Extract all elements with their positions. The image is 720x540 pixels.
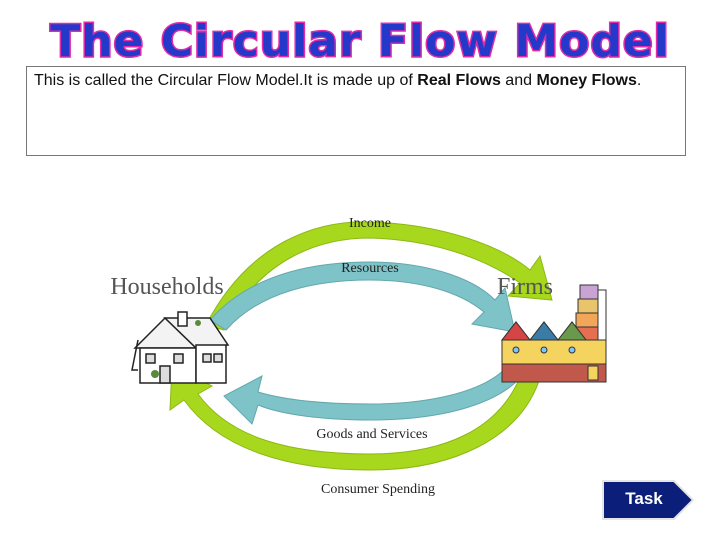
income-flow-arrow: [205, 221, 553, 331]
description-text: This is called the Circular Flow Model.I…: [34, 72, 418, 89]
page-title-text: The Circular Flow Model: [50, 16, 670, 67]
description-connector: and: [500, 72, 537, 89]
goods-services-label: Goods and Services: [316, 427, 427, 442]
households-label: Households: [110, 274, 223, 300]
task-button-shape[interactable]: [602, 480, 694, 520]
description-end: .: [636, 72, 642, 89]
resources-label: Resources: [341, 261, 399, 276]
task-button[interactable]: [602, 480, 694, 520]
money-flows-term: Money Flows: [536, 72, 637, 89]
house-icon: [131, 311, 230, 384]
factory-icon: [500, 284, 607, 383]
firms-label: Firms: [497, 274, 553, 300]
circular-flow-diagram: Income Resources Households Firms Goods …: [110, 216, 607, 497]
goods-services-flow-arrow: [223, 369, 521, 425]
page-title: The Circular Flow Model: [49, 15, 671, 69]
real-flows-term: Real Flows: [417, 72, 501, 89]
description-box: This is called the Circular Flow Model.I…: [26, 66, 686, 156]
consumer-spending-label: Consumer Spending: [321, 482, 435, 497]
income-label: Income: [349, 216, 391, 231]
